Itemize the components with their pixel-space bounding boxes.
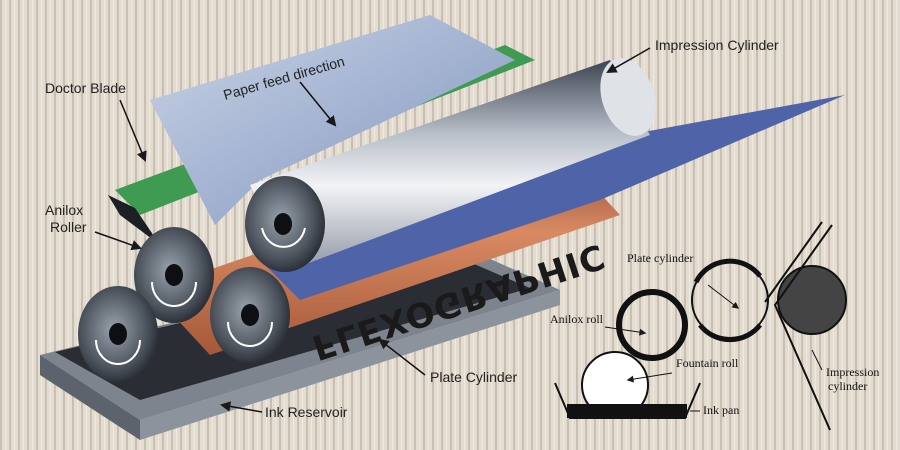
label-anilox-roller: Anilox Roller: [45, 202, 142, 251]
fountain-roller: [78, 286, 158, 382]
svg-text:Impression Cylinder: Impression Cylinder: [655, 37, 779, 53]
schematic-inset: Plate cylinder Anilox roll Fountain roll…: [550, 221, 879, 431]
label-ink-reservoir: Ink Reservoir: [219, 401, 348, 420]
label-impression-cylinder: Impression Cylinder: [606, 37, 779, 74]
label-doctor-blade: Doctor Blade: [45, 80, 147, 162]
svg-text:Ink pan: Ink pan: [703, 403, 739, 417]
schematic-impression-cylinder: [777, 265, 847, 335]
schematic-web: [773, 224, 833, 431]
schematic-anilox-roll: [616, 289, 688, 361]
doctor-blade: [108, 195, 160, 245]
svg-text:Plate cylinder: Plate cylinder: [627, 251, 693, 265]
svg-text:cylinder: cylinder: [828, 379, 867, 393]
plate-cylinder-end: [210, 267, 290, 363]
svg-text:Fountain roll: Fountain roll: [676, 356, 739, 370]
anilox-roller: [134, 227, 214, 323]
ink-reservoir-tray: [40, 250, 560, 440]
svg-text:Anilox roll: Anilox roll: [550, 312, 604, 326]
impression-cylinder: [245, 58, 656, 272]
printed-web: [265, 95, 845, 300]
svg-text:Anilox: Anilox: [45, 202, 83, 218]
label-plate-cylinder: Plate Cylinder: [378, 338, 517, 385]
svg-text:Impression: Impression: [826, 365, 879, 379]
svg-text:Doctor Blade: Doctor Blade: [45, 80, 126, 96]
svg-text:Ink Reservoir: Ink Reservoir: [265, 404, 348, 420]
svg-text:Plate Cylinder: Plate Cylinder: [430, 369, 517, 385]
svg-text:Roller: Roller: [50, 219, 87, 235]
